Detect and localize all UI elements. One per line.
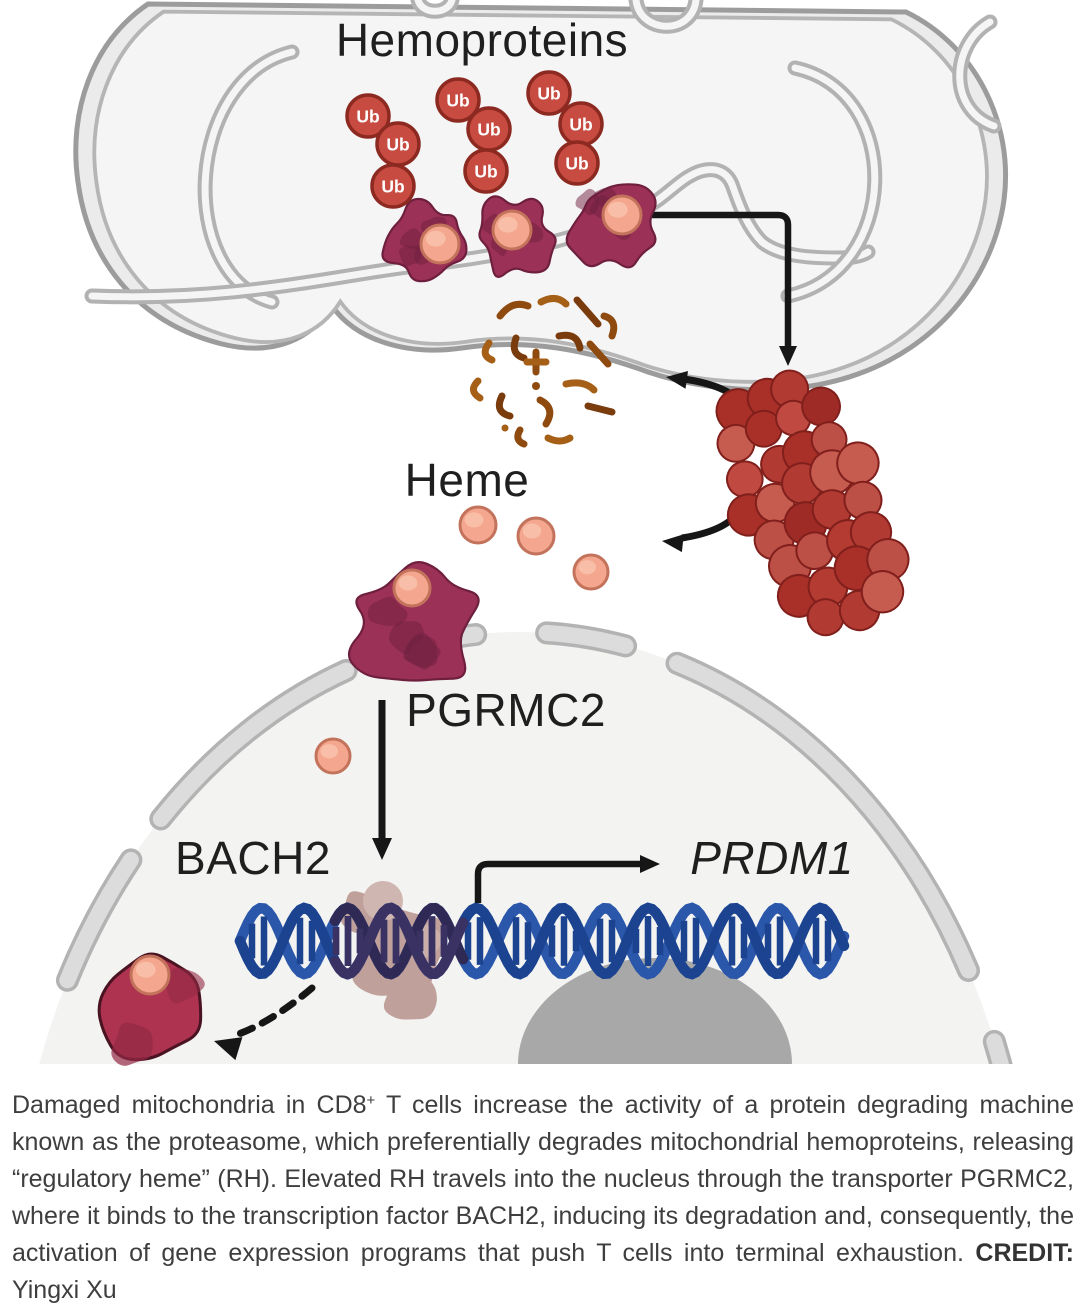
pgrmc2-blob	[348, 561, 480, 682]
heme-molecule	[392, 568, 432, 608]
arrow-pgrmc2-to-bach2	[372, 700, 392, 860]
heme-molecule	[491, 209, 533, 251]
peptide-fragment	[537, 295, 570, 308]
nucleolus	[518, 958, 792, 1064]
pgrmc2-label: PGRMC2	[406, 684, 606, 736]
heme-molecule	[314, 737, 352, 775]
figure-caption: Damaged mitochondria in CD8+ T cells inc…	[0, 1082, 1086, 1306]
ub-label: Ub	[565, 153, 588, 173]
caption-text: T cells increase the activity of a prote…	[12, 1091, 1074, 1267]
dna-strand	[329, 902, 469, 980]
peptide-fragment	[600, 312, 618, 340]
bach2-label: BACH2	[175, 832, 331, 884]
arrow-dna-to-prdm1	[474, 855, 660, 903]
peptide-fragment	[510, 334, 528, 362]
peptide-fragment	[586, 340, 612, 368]
ubiquitin-ball: Ub	[345, 93, 391, 139]
arrowhead	[372, 838, 392, 860]
ub-label: Ub	[537, 83, 560, 103]
heme-molecule	[419, 223, 461, 265]
ubiquitin-ball: Ub	[558, 101, 604, 147]
heme-label: Heme	[404, 454, 530, 506]
ub-label: Ub	[446, 90, 469, 110]
arrowhead	[662, 534, 684, 553]
arrowhead	[640, 855, 660, 873]
arrowhead	[666, 371, 688, 389]
peptide-fragment	[514, 426, 528, 448]
hemoproteins-label: Hemoproteins	[335, 14, 629, 66]
ub-label: Ub	[386, 134, 409, 154]
ub-label: Ub	[381, 176, 404, 196]
caption-text: Damaged mitochondria in CD8	[12, 1091, 367, 1119]
dna-helix	[234, 902, 850, 980]
arrowhead	[214, 1037, 243, 1061]
ub-label: Ub	[569, 114, 592, 134]
degraded-bach2-protein	[97, 952, 205, 1066]
ub-label: Ub	[477, 119, 500, 139]
ubiquitin-ball: Ub	[466, 106, 512, 152]
heme-molecule	[129, 954, 171, 996]
ubiquitin-ball: Ub	[370, 163, 416, 209]
arrowhead	[779, 346, 797, 366]
heme-molecule	[601, 194, 643, 236]
dna-strand	[329, 902, 469, 980]
peptide-fragment	[495, 392, 514, 420]
caption-credit-name: Yingxi Xu	[12, 1276, 117, 1304]
proteasome	[715, 369, 910, 637]
heme-molecule	[516, 516, 556, 556]
nuclear-heme-dot	[314, 737, 352, 775]
peptide-fragment	[573, 296, 602, 328]
caption-credit-label: CREDIT:	[975, 1239, 1074, 1267]
peptide-fragment	[544, 434, 574, 445]
proteasome-subunit	[860, 570, 905, 614]
heme-molecule	[572, 553, 610, 591]
peptide-fragment	[555, 331, 584, 352]
ubiquitin-ball: Ub	[375, 121, 421, 167]
mitochondrion	[73, 0, 1009, 393]
ubiquitin-ball: Ub	[435, 77, 481, 123]
ub-label: Ub	[356, 106, 379, 126]
caption-superscript: +	[366, 1092, 376, 1109]
nucleus	[0, 561, 1086, 1078]
peptide-fragment	[481, 339, 496, 364]
nuclear-envelope	[55, 621, 1017, 1078]
peptide-fragment	[536, 396, 554, 428]
ubiquitin-ball: Ub	[554, 140, 600, 186]
ub-label: Ub	[474, 161, 497, 181]
peptide-fragment	[496, 300, 532, 320]
degraded-peptide-fragments	[470, 295, 618, 448]
peptide-fragment	[562, 379, 598, 394]
ubiquitin-ball: Ub	[463, 148, 509, 194]
arrow-bach2-degradation-dashed	[214, 984, 316, 1061]
arrow-hemoprotein-to-proteasome	[642, 211, 797, 366]
ubiquitin-ball: Ub	[526, 70, 572, 116]
peptide-fragment	[584, 402, 616, 416]
prdm1-label: PRDM1	[690, 832, 854, 884]
heme-molecule	[458, 505, 498, 545]
released-heme-dots	[458, 505, 610, 591]
peptide-fragment	[470, 377, 484, 402]
pgrmc2-protein	[348, 561, 480, 682]
